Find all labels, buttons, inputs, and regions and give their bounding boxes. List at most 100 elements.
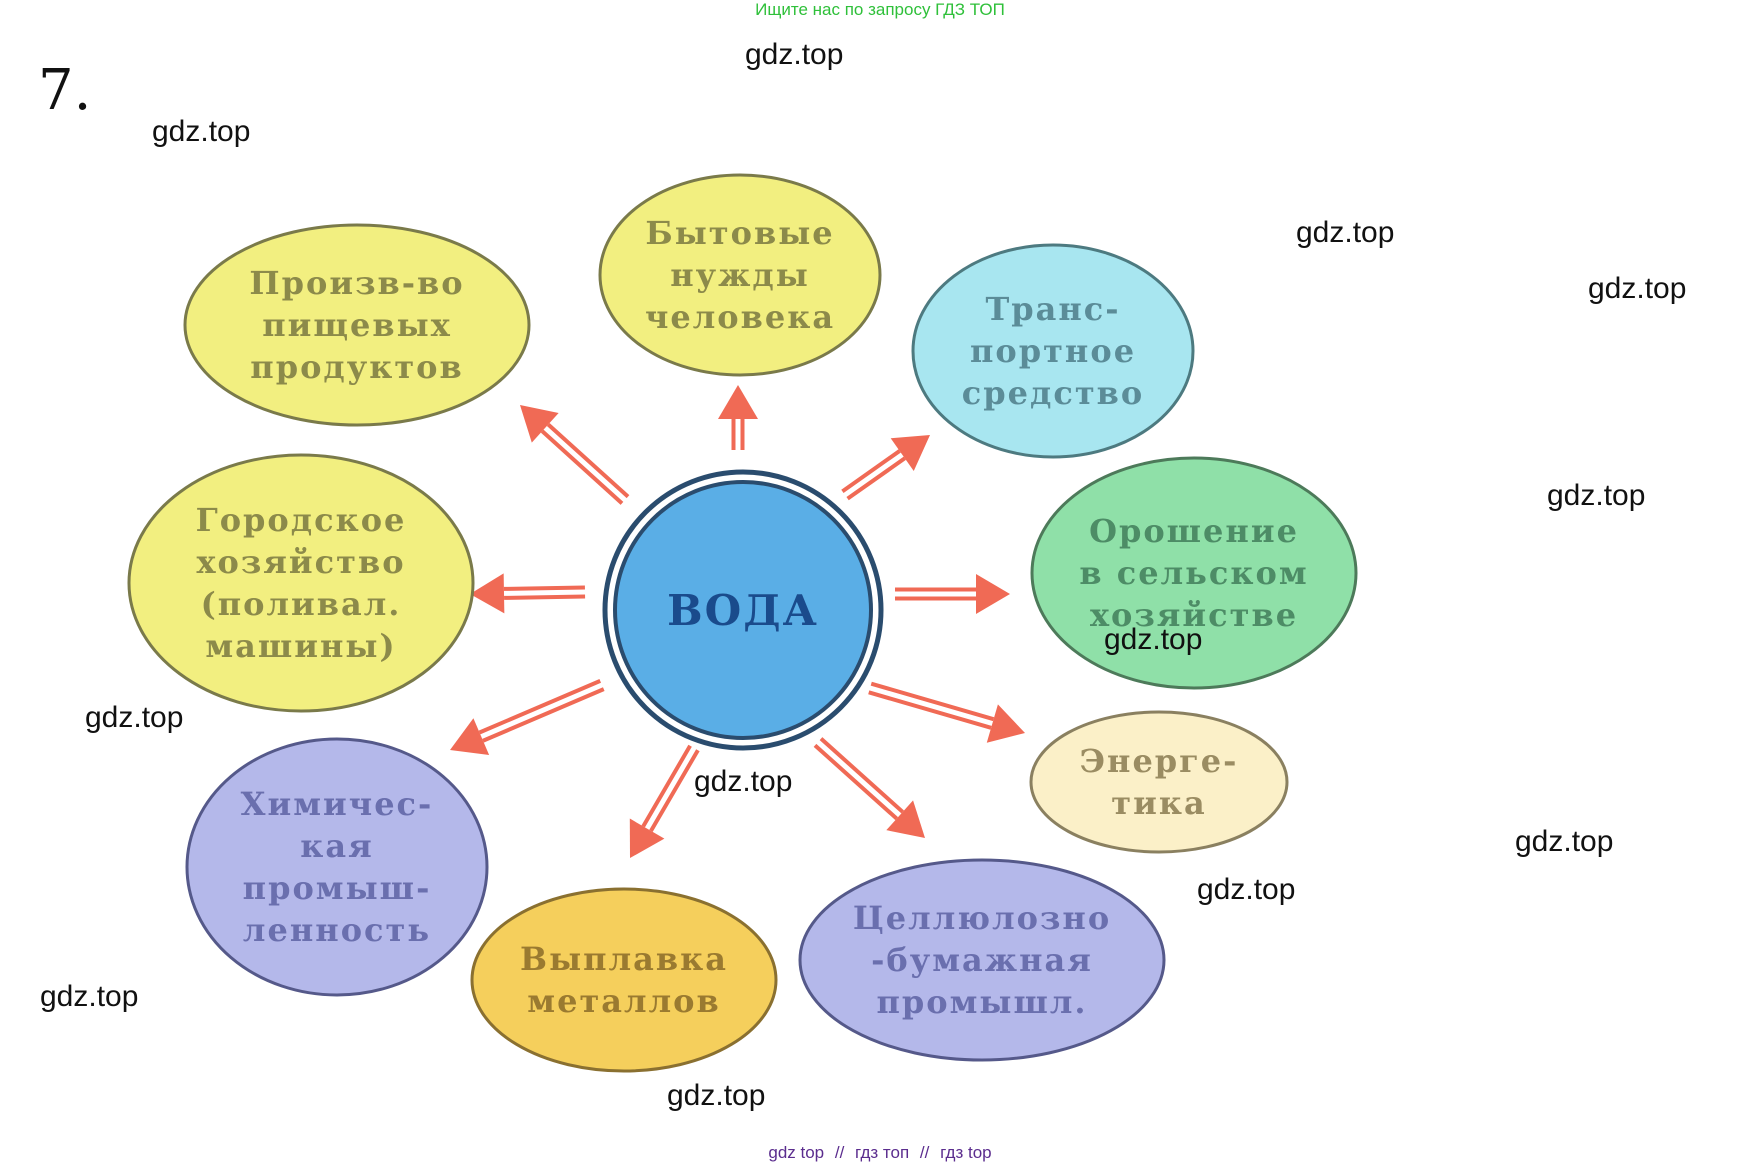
arrow-shaft: [841, 449, 901, 493]
node-cellyuloza-line: -бумажная: [871, 941, 1093, 979]
arrow-shaft: [846, 456, 906, 501]
node-energetika-line: тика: [1111, 784, 1206, 822]
task-number: 7.: [38, 58, 92, 123]
watermark: gdz.top: [1547, 479, 1646, 512]
node-bytovye-line: Бытовые: [645, 214, 834, 252]
node-vyplavka: Выплавка металлов: [470, 887, 778, 1073]
node-pishchevye-line: пищевых: [262, 306, 452, 344]
arrow-head: [890, 435, 930, 471]
node-energetika: Энерге-тика: [1029, 710, 1289, 854]
footer-link-gdz-top-mixed[interactable]: гдз top: [940, 1143, 992, 1162]
node-oroshenie-ellipse: [1030, 456, 1358, 690]
footer-separator: //: [919, 1143, 930, 1162]
arrow-head: [470, 573, 505, 614]
node-himicheskaya-line: Химичес-: [241, 785, 434, 823]
watermark: gdz.top: [85, 701, 184, 734]
node-gorodskoe-line: (поливал.: [201, 585, 402, 623]
node-pishchevye-line: Произв-во: [249, 264, 464, 302]
node-energetika-line: Энерге-: [1080, 742, 1239, 780]
node-oroshenie-line: хозяйстве: [1090, 596, 1298, 634]
node-vyplavka-ellipse: [470, 887, 778, 1073]
node-cellyuloza-ellipse: [798, 858, 1166, 1062]
node-pishchevye-ellipse: [183, 223, 531, 427]
node-pishchevye: Произв-во пищевых продуктов: [183, 223, 531, 427]
watermark: gdz.top: [745, 38, 844, 71]
footer-link-gdz-top[interactable]: gdz top: [768, 1143, 825, 1162]
watermark: gdz.top: [667, 1079, 766, 1112]
node-oroshenie: Орошение в сельском хозяйстве: [1030, 456, 1358, 690]
arrow: [868, 681, 1025, 743]
arrow-shaft: [546, 422, 630, 499]
node-transport-ellipse: [911, 243, 1195, 459]
arrows: [450, 385, 1025, 858]
watermark: gdz.top: [1515, 825, 1614, 858]
arrow-head: [520, 405, 559, 443]
arrow-shaft: [649, 749, 700, 832]
watermark: gdz.top: [1588, 272, 1687, 305]
node-gorodskoe-line: машины): [205, 627, 396, 665]
arrow: [629, 744, 700, 858]
node-transport: Транс-портное средство: [911, 243, 1195, 459]
arrow-shaft: [641, 744, 692, 828]
arrow: [450, 679, 605, 756]
watermark: gdz.top: [152, 115, 251, 148]
top-banner[interactable]: Ищите нас по запросу ГДЗ ТОП: [755, 0, 1005, 19]
node-bytovye: Бытовые нужды человека: [598, 173, 882, 377]
center-circle: [613, 480, 873, 740]
watermark: gdz.top: [1296, 216, 1395, 249]
arrow: [895, 574, 1010, 614]
node-transport-line: портное: [970, 332, 1136, 370]
node-bytovye-ellipse: [598, 173, 882, 377]
arrow-shaft: [503, 585, 585, 591]
node-transport-line: Транс-: [985, 290, 1120, 328]
arrow-shaft: [868, 690, 992, 730]
node-himicheskaya: Химичес-кая промыш-ленность: [185, 737, 489, 997]
arrow-head: [976, 574, 1010, 614]
node-gorodskoe-line: хозяйство: [196, 543, 405, 581]
arrow-shaft: [504, 594, 586, 600]
node-transport-line: средство: [962, 374, 1144, 412]
arrow-shaft: [478, 679, 602, 735]
node-himicheskaya-line: промыш-: [243, 869, 432, 907]
footer-links: gdz top // гдз топ // гдз top: [0, 1143, 1760, 1163]
arrow: [470, 573, 586, 614]
node-himicheskaya-ellipse: [185, 737, 489, 997]
node-cellyuloza-line: Целлюлозно: [853, 899, 1111, 937]
node-oroshenie-line: в сельском: [1079, 554, 1308, 592]
node-vyplavka-line: Выплавка: [520, 940, 728, 978]
center-node: ВОДА: [602, 469, 884, 751]
arrow-shaft: [813, 743, 899, 821]
node-bytovye-line: нужды: [670, 256, 810, 294]
arrow: [841, 435, 930, 501]
center-label: ВОДА: [667, 586, 819, 635]
arrow-shaft: [540, 429, 624, 505]
arrow: [813, 737, 925, 838]
node-energetika-ellipse: [1029, 710, 1289, 854]
arrow-head: [986, 704, 1025, 743]
node-cellyuloza: Целлюлозно -бумажная промышл.: [798, 858, 1166, 1062]
node-bytovye-line: человека: [645, 298, 835, 336]
footer-link-gdz-top-ru[interactable]: гдз топ: [855, 1143, 910, 1162]
watermark: gdz.top: [40, 980, 139, 1013]
arrow-head: [718, 385, 758, 419]
watermark: gdz.top: [1104, 623, 1203, 656]
node-gorodskoe-ellipse: [127, 453, 475, 713]
footer-separator: //: [834, 1143, 845, 1162]
arrow-head: [886, 800, 925, 838]
arrow: [520, 405, 630, 505]
watermark: gdz.top: [694, 765, 793, 798]
watermark: gdz.top: [1197, 873, 1296, 906]
node-himicheskaya-line: ленность: [243, 911, 431, 949]
node-himicheskaya-line: кая: [300, 827, 373, 865]
arrow: [718, 385, 758, 450]
node-vyplavka-line: металлов: [527, 982, 720, 1020]
arrow-shaft: [870, 681, 995, 722]
arrow-head: [450, 718, 490, 756]
arrow-shaft: [819, 737, 905, 814]
arrow-shaft: [482, 687, 605, 743]
node-pishchevye-line: продуктов: [250, 348, 463, 386]
node-cellyuloza-line: промышл.: [876, 983, 1087, 1021]
node-oroshenie-line: Орошение: [1089, 512, 1299, 550]
